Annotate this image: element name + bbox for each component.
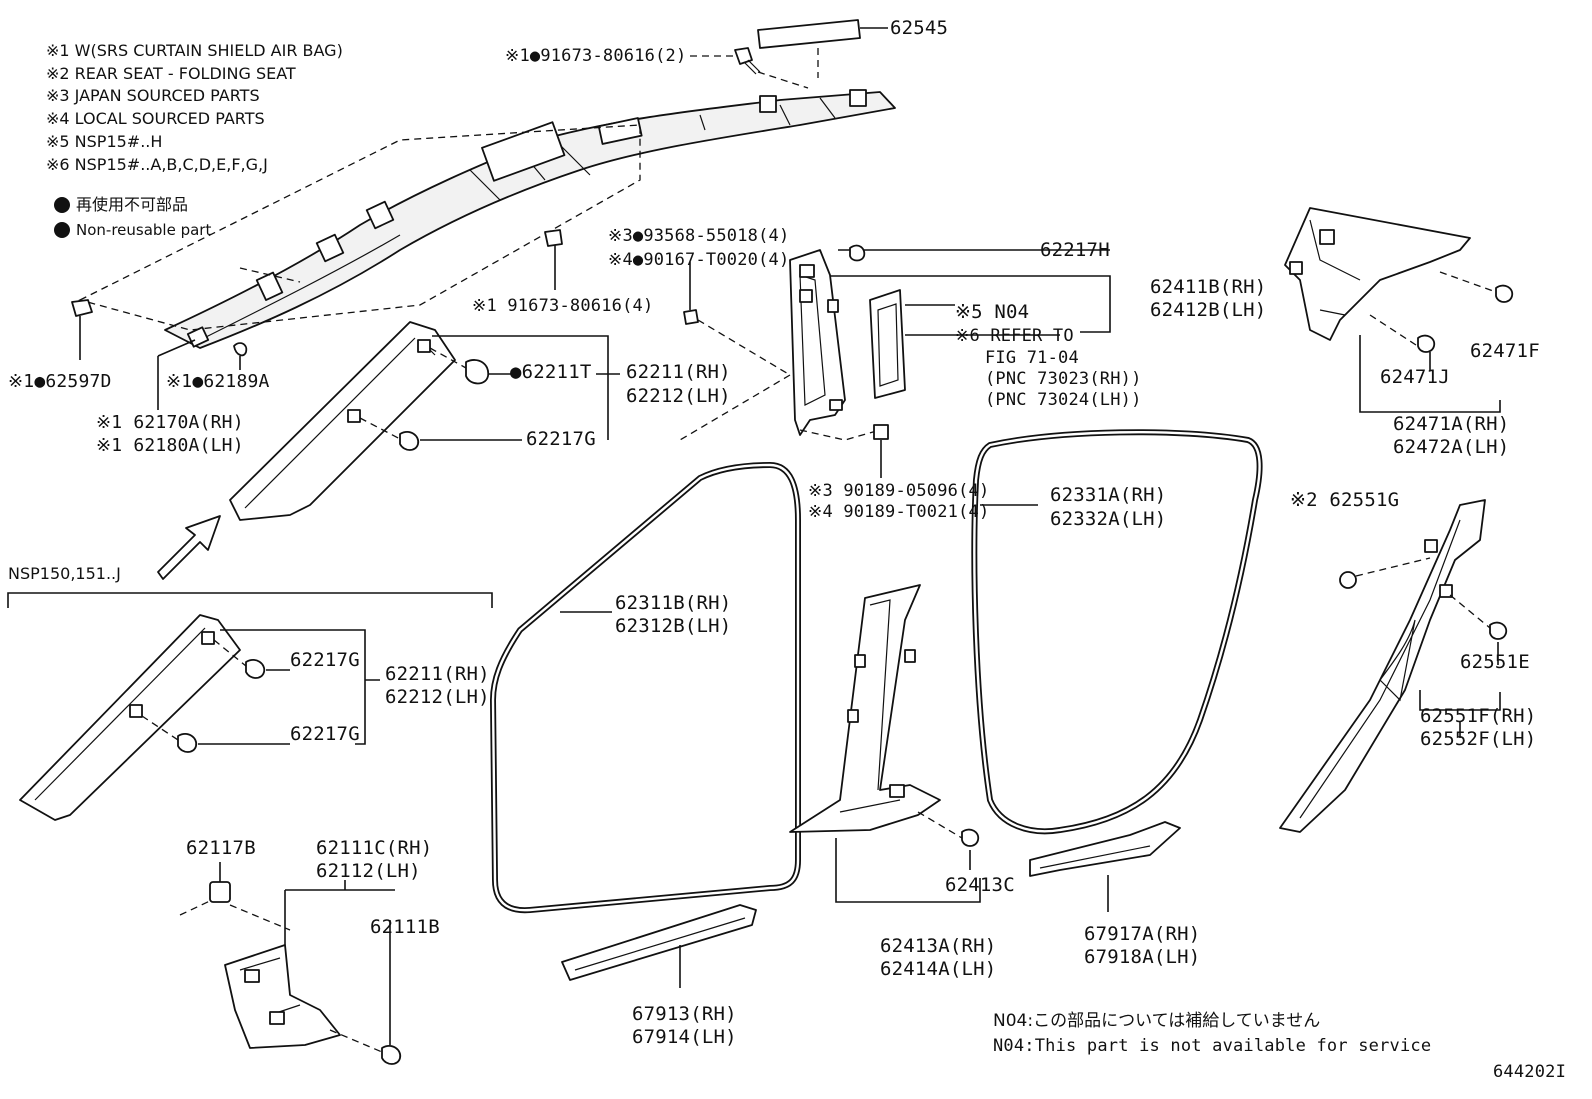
part-label: 62471A(RH): [1393, 413, 1510, 435]
part-label: 62413A(RH): [880, 935, 997, 957]
note-5: ※5 NSP15#..H: [46, 132, 163, 151]
part-label: ※1●91673-80616(2): [505, 46, 687, 66]
part-label: ※3 90189-05096(4): [808, 481, 990, 501]
bolt-icon: [734, 47, 761, 75]
screw-icon: [544, 229, 563, 247]
part-label: 67914(LH): [632, 1026, 737, 1048]
part-label: ※6 REFER TO: [955, 326, 1074, 346]
part-label: 62212(LH): [385, 686, 490, 708]
part-label: ※1●62597D: [8, 371, 112, 392]
rear-seat-side-trim: [1279, 499, 1486, 833]
cowl-side-trim: [224, 944, 341, 1049]
clip-icon: [177, 733, 198, 753]
part-label: ※3●93568-55018(4): [608, 226, 790, 246]
part-label: 62217G: [290, 649, 360, 671]
part-label: 62311B(RH): [615, 592, 732, 614]
rear-door-weatherstrip: [971, 429, 1263, 835]
clip-icon: [961, 828, 980, 847]
clip-icon: [1495, 284, 1514, 303]
package-tray-side-trim: [1284, 207, 1471, 341]
part-label: 62217G: [526, 428, 596, 450]
footnote-en: N04:This part is not available for servi…: [993, 1036, 1432, 1056]
illustration-code: 644202I: [1493, 1062, 1567, 1082]
non-reusable-dot-icon: [54, 222, 70, 238]
part-label: 62471F: [1470, 340, 1540, 362]
part-label: 62312B(LH): [615, 615, 732, 637]
part-label: ※1 62180A(LH): [96, 435, 244, 456]
part-label: 67913(RH): [632, 1003, 737, 1025]
part-label: 62411B(RH): [1150, 276, 1267, 298]
button-clip-icon: [1339, 571, 1357, 589]
clip-nut-icon: [209, 881, 231, 903]
front-scuff-plate: [561, 904, 757, 981]
part-label: 62212(LH): [626, 385, 731, 407]
clip-icon: [399, 431, 420, 451]
part-label: ※4 90189-T0021(4): [808, 502, 990, 522]
part-label: 62211(RH): [626, 361, 731, 383]
part-label: ※5 N04: [955, 301, 1030, 323]
part-label: ※1 62170A(RH): [96, 412, 244, 433]
part-label: 67917A(RH): [1084, 923, 1201, 945]
clip-icon: [71, 299, 93, 317]
part-label: 62551E: [1460, 651, 1530, 673]
part-label: 62551F(RH): [1420, 705, 1537, 727]
part-label: 62552F(LH): [1420, 728, 1537, 750]
note-1: ※1 W(SRS CURTAIN SHIELD AIR BAG): [46, 41, 343, 60]
part-label: (PNC 73023(RH)): [985, 369, 1142, 389]
part-label: 62331A(RH): [1050, 484, 1167, 506]
b-pillar-lower-garnish: [789, 584, 941, 833]
clip-icon: [233, 342, 248, 357]
arrow-icon: [157, 515, 221, 580]
nut-icon: [873, 424, 889, 440]
clip-icon: [245, 659, 266, 679]
a-pillar-garnish: [229, 321, 456, 521]
non-reusable-dot-icon: [54, 197, 70, 213]
variant-label: NSP150,151..J: [8, 564, 121, 583]
screw-icon: [683, 309, 699, 325]
footnote-jp: N04:この部品については補給していません: [993, 1011, 1321, 1031]
clip-icon: [381, 1045, 402, 1065]
note-3: ※3 JAPAN SOURCED PARTS: [46, 86, 260, 105]
part-label: 62412B(LH): [1150, 299, 1267, 321]
legend-en: Non-reusable part: [76, 221, 212, 239]
part-label: FIG 71-04: [985, 348, 1079, 368]
part-label: ※1●62189A: [166, 371, 270, 392]
part-label: 62332A(LH): [1050, 508, 1167, 530]
note-2: ※2 REAR SEAT - FOLDING SEAT: [46, 64, 296, 83]
seat-belt-adjuster: [869, 289, 906, 399]
part-label: 62217G: [290, 723, 360, 745]
part-label: 62112(LH): [316, 860, 421, 882]
curtain-airbag-drawing: [164, 89, 896, 349]
part-label: 67918A(LH): [1084, 946, 1201, 968]
legend-jp: 再使用不可部品: [76, 195, 189, 214]
part-label: ●62211T: [510, 361, 592, 383]
part-label: ※4●90167-T0020(4): [608, 250, 790, 270]
airbag-cover-strip: [757, 19, 861, 49]
part-label: 62471J: [1380, 366, 1450, 388]
part-label: 62117B: [186, 837, 256, 859]
clip-icon: [465, 359, 490, 385]
clip-icon: [1417, 334, 1436, 353]
part-label: 62211(RH): [385, 663, 490, 685]
note-4: ※4 LOCAL SOURCED PARTS: [46, 109, 265, 128]
part-label: ※1 91673-80616(4): [472, 296, 654, 316]
part-label: 62111B: [370, 916, 440, 938]
part-label: 62414A(LH): [880, 958, 997, 980]
part-label: 62111C(RH): [316, 837, 433, 859]
part-label: ※2 62551G: [1290, 489, 1400, 511]
part-label: 62545: [890, 17, 949, 39]
part-label: 62472A(LH): [1393, 436, 1510, 458]
part-label: 62217H: [1040, 239, 1110, 261]
part-label: (PNC 73024(LH)): [985, 390, 1142, 410]
clip-icon: [849, 244, 866, 262]
note-6: ※6 NSP15#..A,B,C,D,E,F,G,J: [46, 155, 268, 174]
clip-icon: [1489, 621, 1508, 640]
part-label: 62413C: [945, 874, 1015, 896]
front-door-weatherstrip: [490, 462, 801, 914]
